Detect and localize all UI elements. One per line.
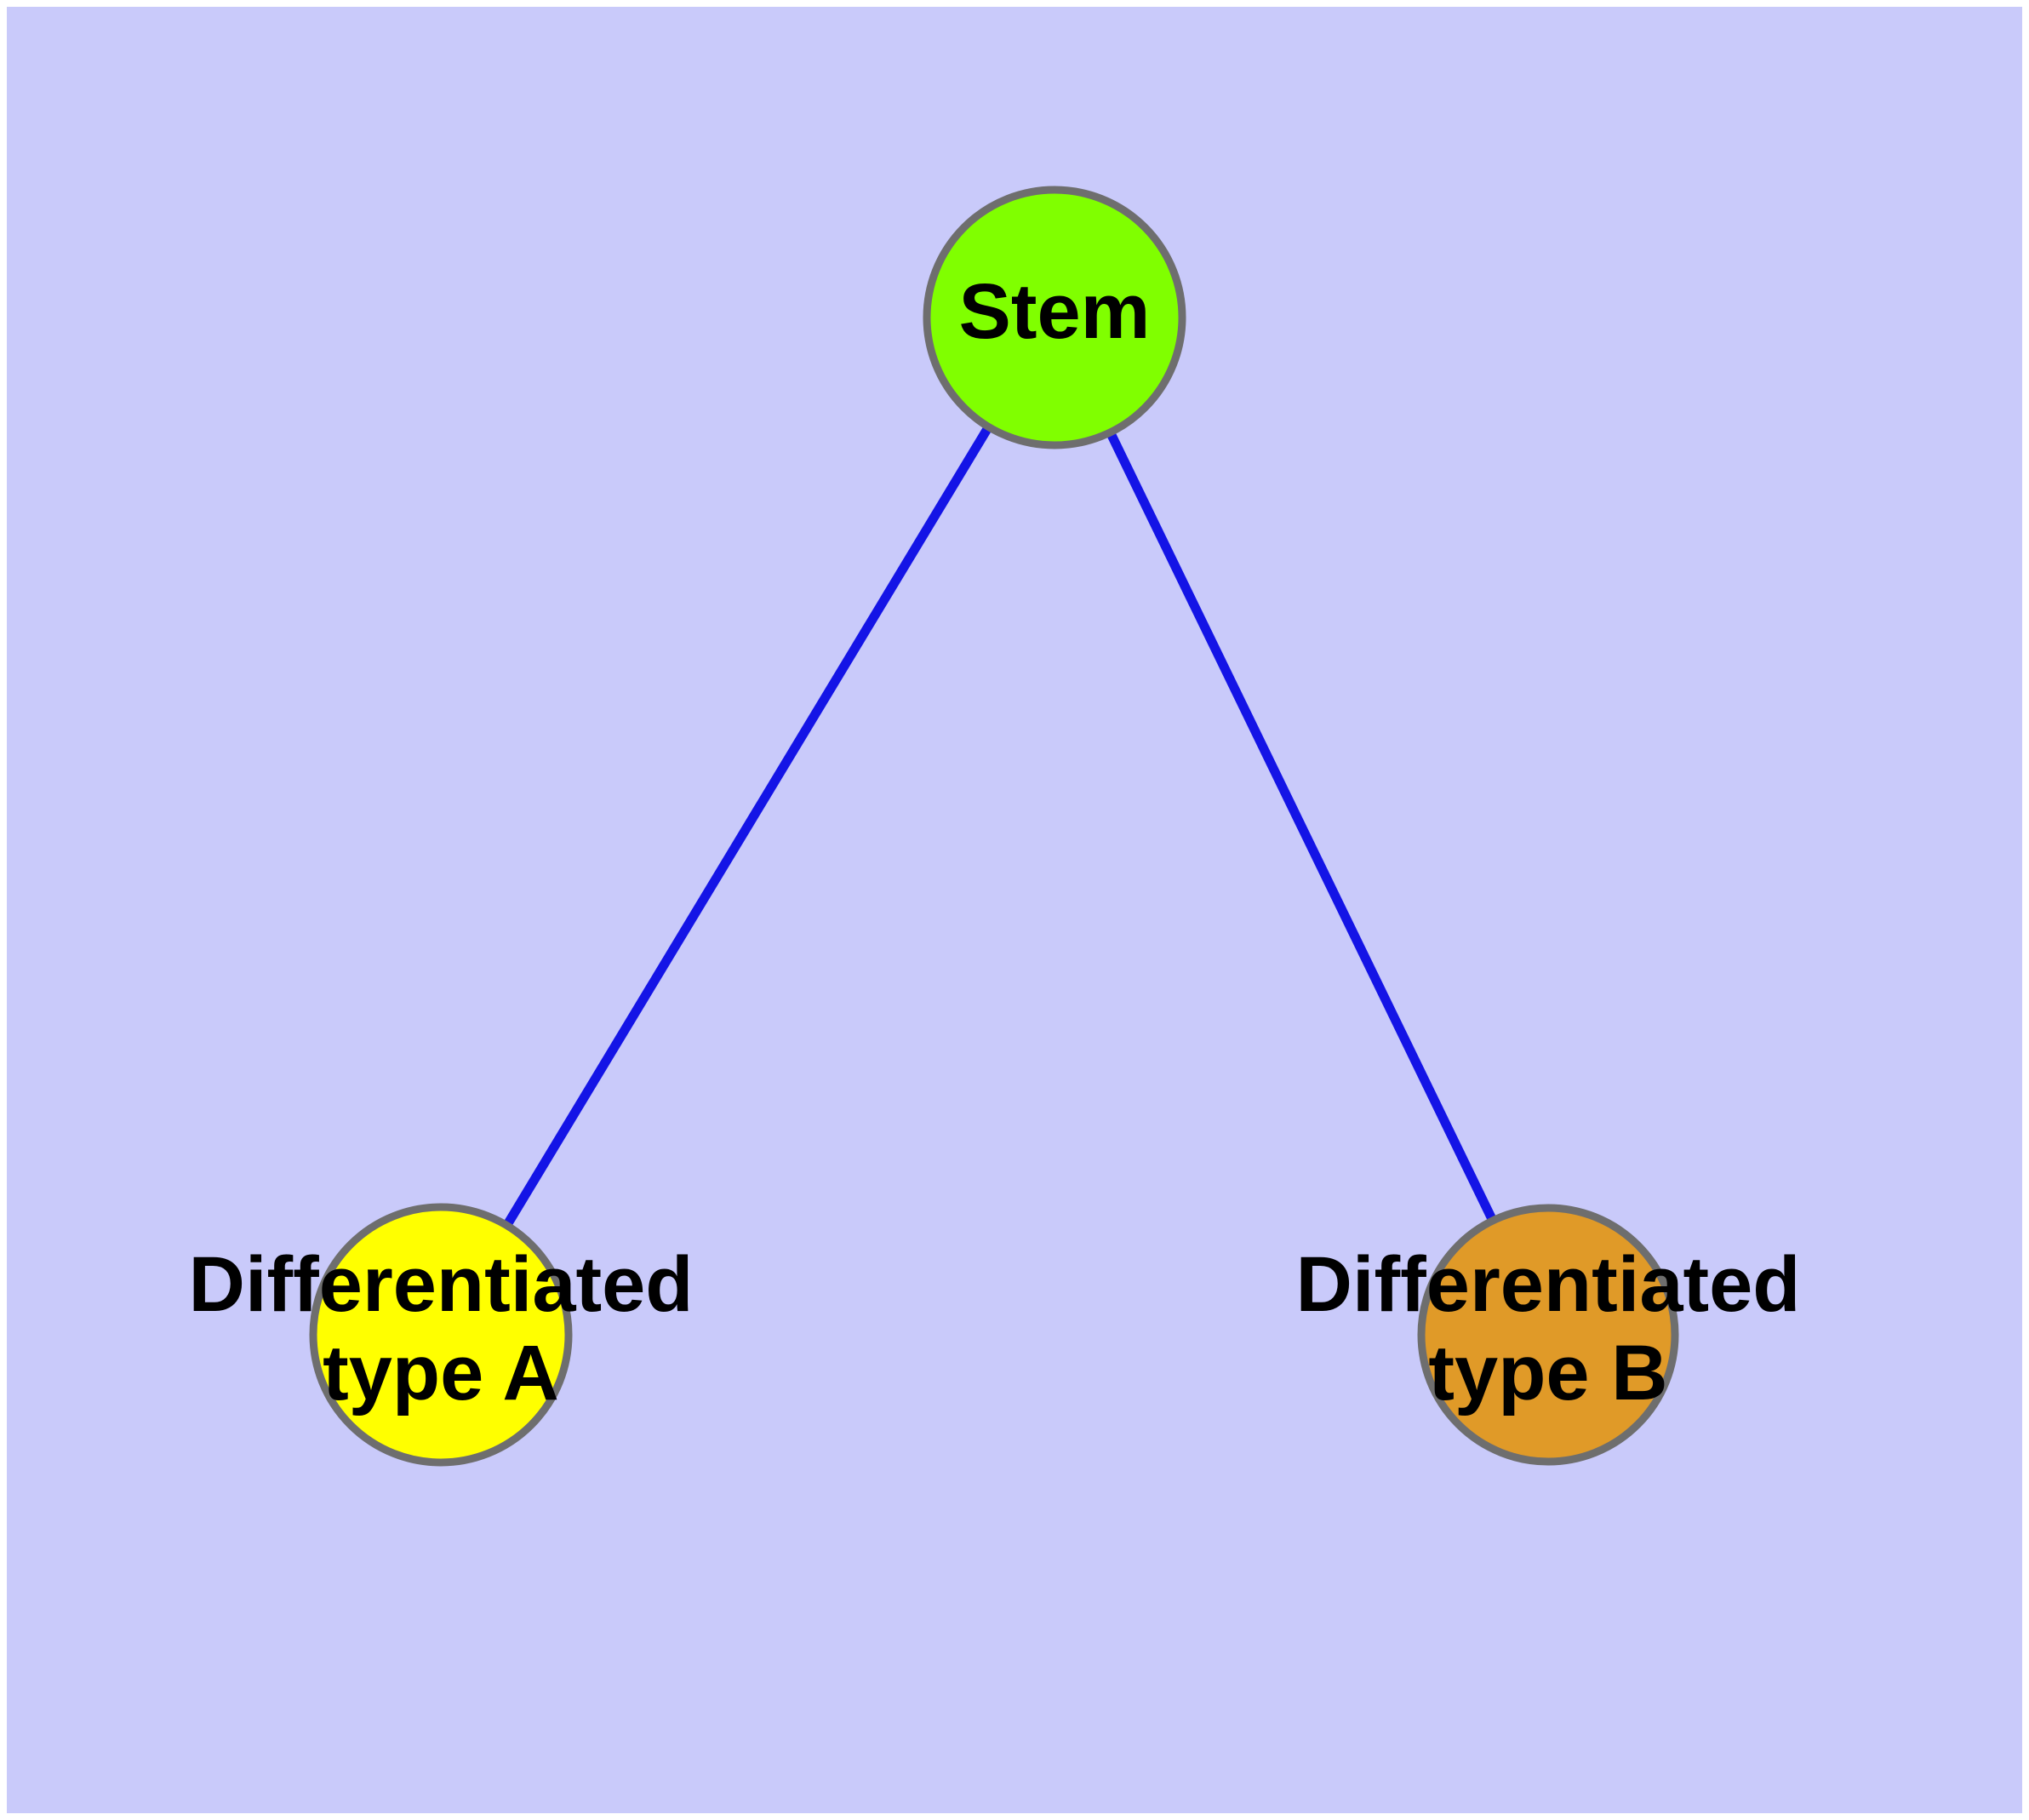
node-label-line: type A (323, 1330, 559, 1417)
node-label-line: Differentiated (189, 1241, 694, 1328)
node-label-stem: Stem (959, 268, 1151, 355)
node-label-line: Differentiated (1296, 1241, 1801, 1328)
graph-node-stem[interactable]: Stem (923, 186, 1186, 449)
graph-edge-stem-to-diff-a[interactable] (437, 315, 1059, 1337)
graph-edge-stem-to-diff-b[interactable] (1050, 315, 1552, 1337)
node-circle-diff_a[interactable] (309, 1203, 573, 1467)
node-circle-diff_b[interactable] (1417, 1204, 1679, 1466)
node-circle-stem[interactable] (923, 186, 1186, 449)
node-label-line: Stem (959, 268, 1151, 355)
edges-layer (437, 315, 1552, 1337)
node-label-line: type B (1428, 1330, 1667, 1417)
